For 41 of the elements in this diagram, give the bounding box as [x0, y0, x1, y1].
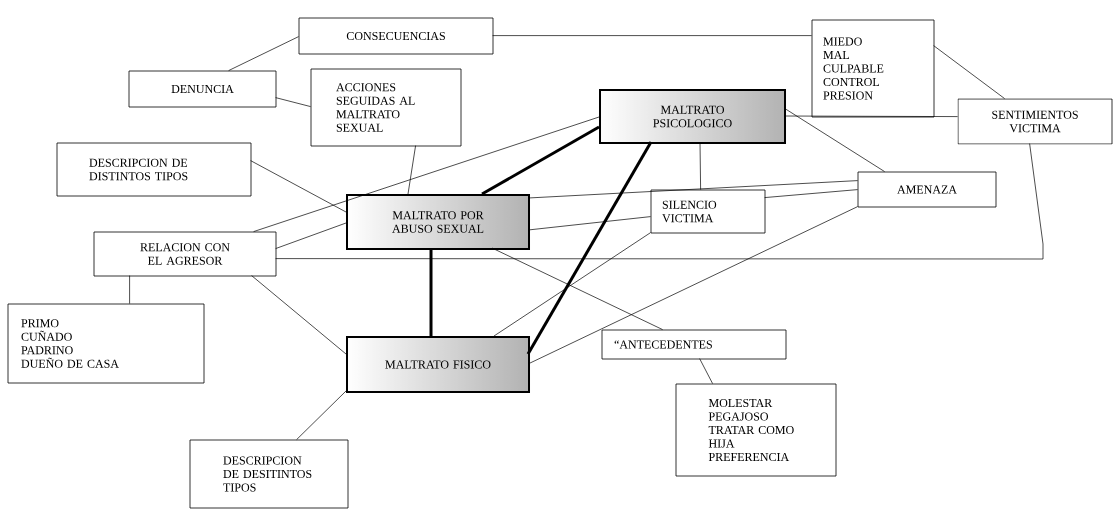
connector-line — [250, 160, 347, 213]
connector-line — [527, 180, 858, 199]
concept-box: PRIMO CUÑADO PADRINO DUEÑO DE CASA — [7, 303, 205, 384]
concept-box: RELACION CON EL AGRESOR — [93, 231, 277, 277]
concept-box: “ANTECEDENTES — [601, 329, 787, 360]
concept-box: SENTIMIENTOS VICTIMA — [957, 98, 1113, 145]
connector-line — [275, 143, 1044, 260]
connector-line — [253, 116, 600, 232]
connector-line — [527, 216, 651, 231]
concept-box: MIEDO MAL CULPABLE CONTROL PRESION — [811, 19, 935, 118]
connector-line — [491, 247, 663, 330]
connector-line — [429, 248, 433, 336]
connector-line — [296, 390, 347, 440]
connector-line — [764, 189, 858, 198]
concept-box: DESCRIPCION DE DESITINTOS TIPOS — [189, 439, 349, 509]
connector-line — [783, 115, 958, 117]
connector-line — [481, 125, 600, 196]
connector-line — [527, 206, 858, 365]
connector-line — [783, 107, 885, 172]
connector-line — [129, 275, 130, 304]
connector-line — [275, 97, 311, 107]
connector-line — [933, 45, 1005, 99]
concept-box: MALTRATO PSICOLOGICO — [599, 89, 786, 144]
concept-box: MOLESTAR PEGAJOSO TRATAR COMO HIJA PREFERENCIA — [675, 383, 837, 477]
connector-line — [699, 141, 701, 190]
concept-box: CONSECUENCIAS — [298, 17, 494, 55]
concept-box: MALTRATO POR ABUSO SEXUAL — [346, 194, 530, 250]
connector-line — [251, 275, 347, 355]
concept-box: AMENAZA — [857, 171, 997, 208]
connector-line — [526, 141, 653, 355]
connector-line — [493, 232, 651, 337]
concept-box: DESCRIPCION DE DISTINTOS TIPOS — [56, 142, 252, 197]
connector-line — [275, 222, 347, 249]
connector-line — [228, 36, 299, 71]
concept-box: ACCIONES SEGUIDAS AL MALTRATO SEXUAL — [310, 68, 462, 147]
concept-box: MALTRATO FISICO — [346, 336, 530, 393]
connector-line — [407, 145, 416, 195]
connector-line — [699, 358, 713, 384]
concept-box: DENUNCIA — [128, 70, 277, 108]
concept-box: SILENCIO VICTIMA — [650, 189, 766, 234]
connector-line — [492, 35, 812, 36]
